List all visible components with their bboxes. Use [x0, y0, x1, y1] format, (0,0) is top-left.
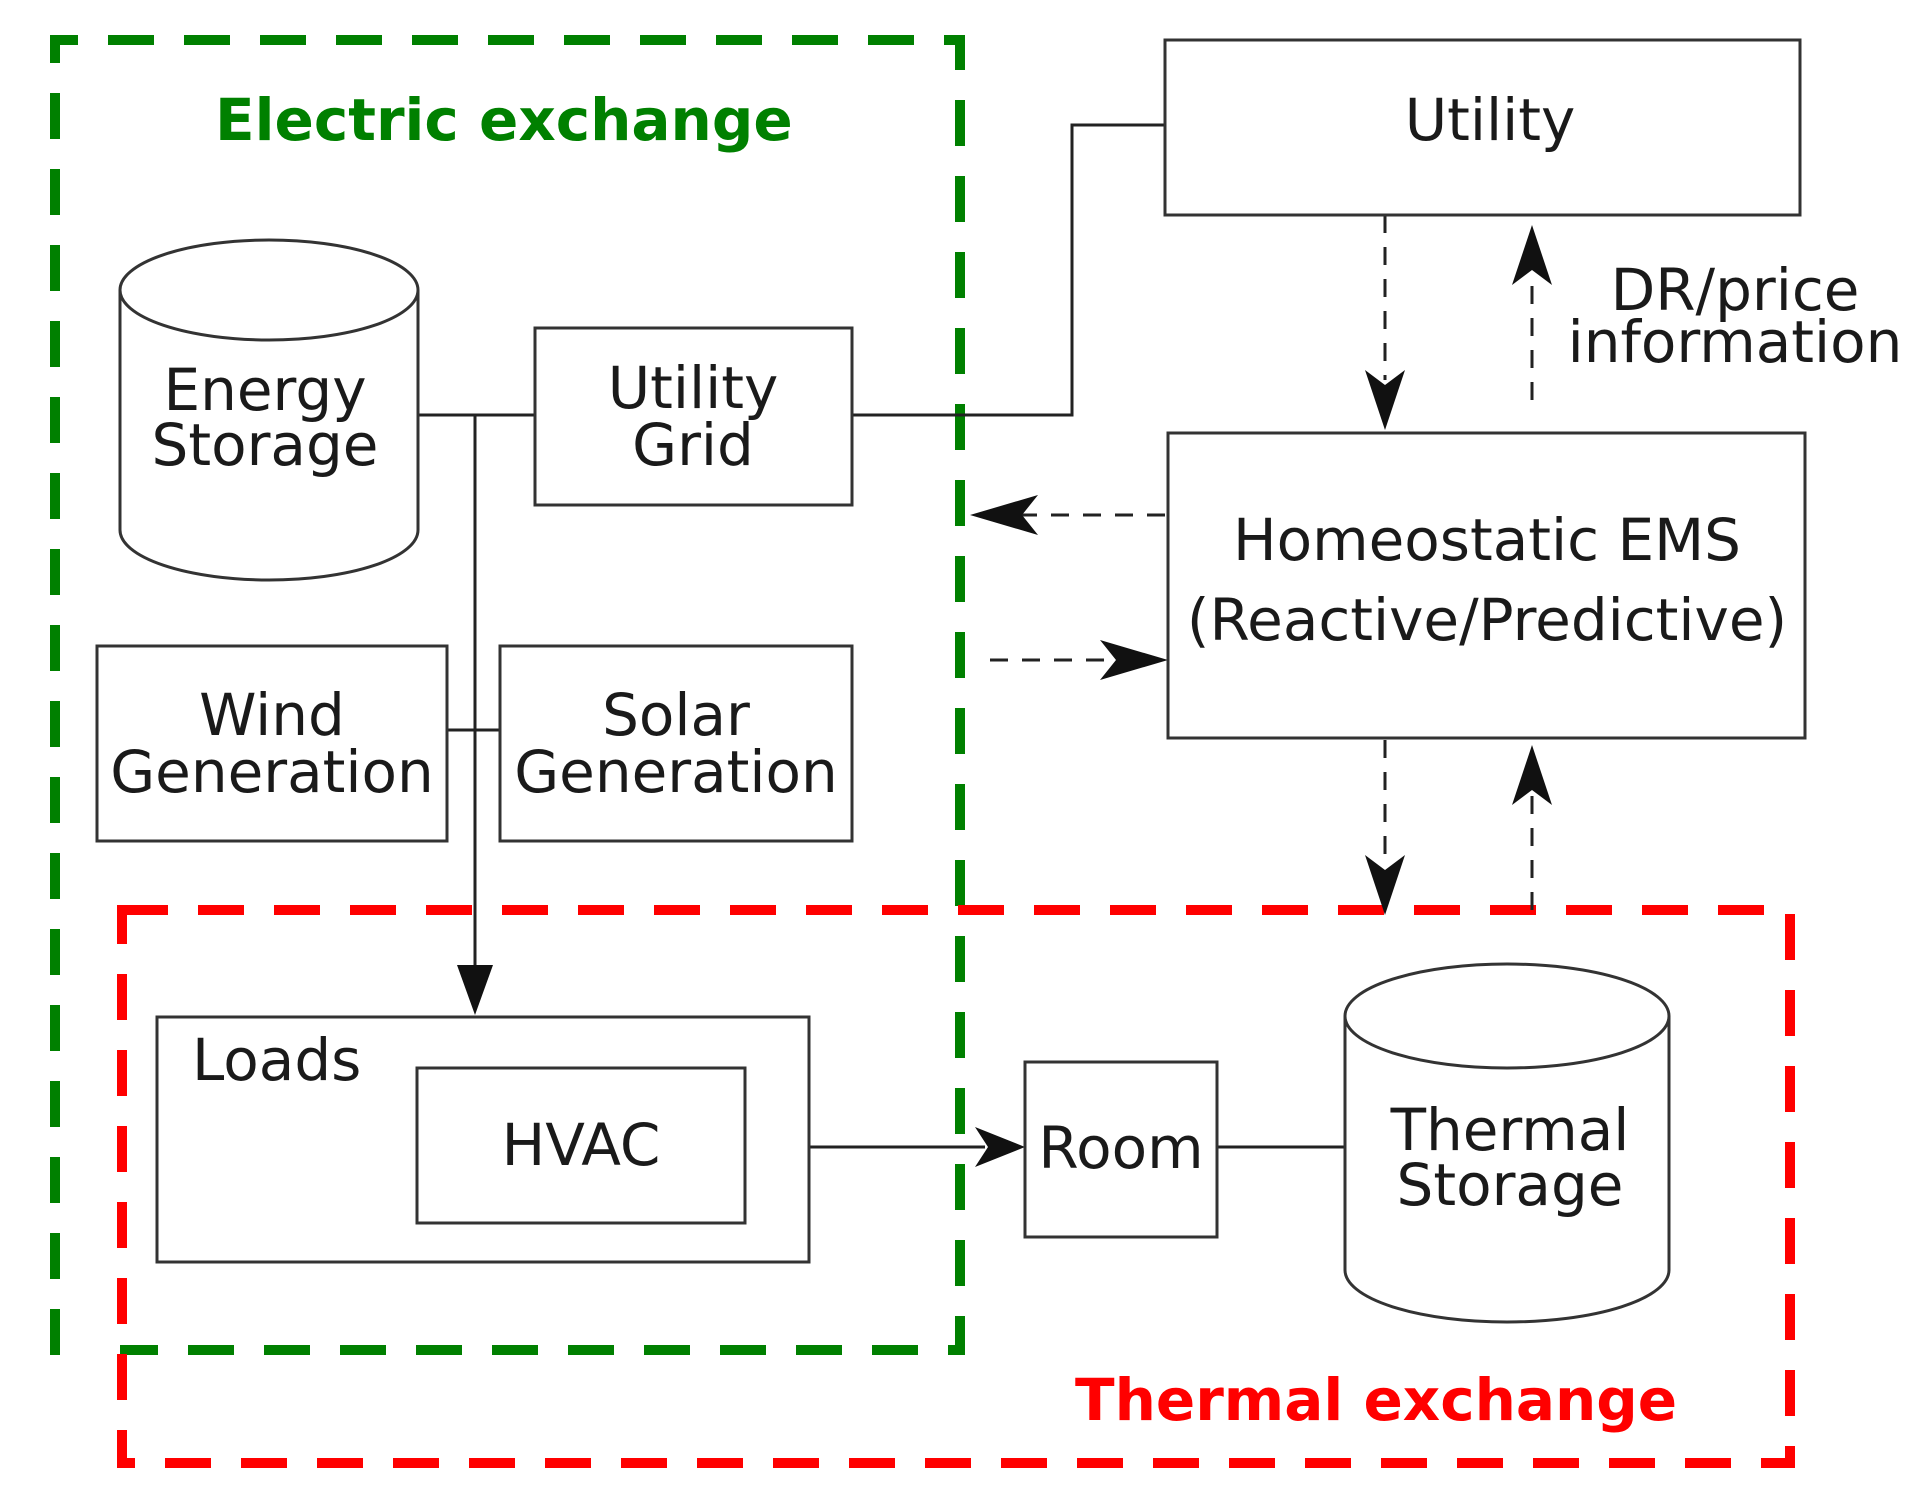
- electric-to-ems-arrowhead: [1100, 640, 1168, 680]
- electric-region-label: Electric exchange: [215, 86, 793, 154]
- utility-grid-label-1: Utility: [608, 354, 779, 422]
- utility-box: [1163, 38, 1802, 217]
- thermal-storage-label-1: Thermal: [1390, 1096, 1630, 1164]
- energy-storage-node: Energy Storage: [118, 238, 420, 582]
- solar-generation-node: Solar Generation: [498, 644, 854, 843]
- information-connections: [970, 215, 1552, 915]
- ems-label-1: Homeostatic EMS: [1233, 506, 1741, 574]
- dr-price-line-1: DR/price: [1611, 256, 1860, 324]
- ems-to-utility-arrowhead: [1512, 225, 1552, 285]
- electric-region-border: [50, 35, 965, 1355]
- electric-exchange-region: Electric exchange: [50, 35, 965, 1355]
- hvac-box: [415, 1066, 747, 1225]
- wind-generation-label-1: Wind: [199, 681, 345, 749]
- room-node: Room: [1023, 1060, 1219, 1239]
- room-box: [1023, 1060, 1219, 1239]
- hvac-to-room-arrowhead: [975, 1127, 1025, 1167]
- hvac-label: HVAC: [502, 1111, 661, 1179]
- thermal-exchange-region: Thermal exchange: [117, 905, 1795, 1468]
- thermal-storage-label-2: Storage: [1397, 1151, 1624, 1219]
- ems-node: Homeostatic EMS (Reactive/Predictive): [1166, 431, 1807, 740]
- ems-to-thermal-arrowhead: [1365, 855, 1405, 915]
- utility-to-ems-arrowhead: [1365, 370, 1405, 430]
- energy-storage-cylinder-top: [118, 238, 420, 342]
- dr-price-line-2: information: [1568, 308, 1903, 376]
- wind-generation-node: Wind Generation: [95, 644, 449, 843]
- wind-generation-box: [95, 644, 449, 843]
- ems-label-2: (Reactive/Predictive): [1187, 586, 1787, 654]
- wind-generation-label-2: Generation: [110, 738, 434, 806]
- thermal-storage-node: Thermal Storage: [1343, 962, 1671, 1324]
- room-label: Room: [1038, 1114, 1203, 1182]
- utility-grid-node: Utility Grid: [533, 326, 854, 507]
- utility-label: Utility: [1405, 86, 1576, 154]
- hvac-node: HVAC: [415, 1066, 747, 1225]
- bus-to-loads-arrowhead: [457, 965, 493, 1015]
- utility-node: Utility: [1163, 38, 1802, 217]
- energy-storage-label-1: Energy: [163, 356, 366, 424]
- thermal-storage-cylinder-top: [1343, 962, 1671, 1070]
- ems-box: [1166, 431, 1807, 740]
- loads-node: Loads HVAC: [155, 1015, 811, 1264]
- thermal-region-border: [117, 905, 1795, 1468]
- thermal-to-ems-arrowhead: [1512, 745, 1552, 805]
- energy-storage-cylinder-body: [118, 290, 420, 582]
- utility-grid-label-2: Grid: [632, 411, 754, 479]
- loads-label: Loads: [192, 1026, 361, 1094]
- solar-generation-box: [498, 644, 854, 843]
- thermal-region-label: Thermal exchange: [1075, 1366, 1677, 1434]
- thermal-storage-cylinder-body: [1343, 1016, 1671, 1324]
- solar-generation-label-1: Solar: [602, 681, 750, 749]
- solar-generation-label-2: Generation: [514, 738, 838, 806]
- grid-utility-wire: [852, 123, 1165, 417]
- energy-storage-label-2: Storage: [152, 411, 379, 479]
- dr-price-annotation: DR/price information: [1568, 256, 1903, 376]
- ems-to-electric-arrowhead: [970, 495, 1038, 535]
- utility-grid-box: [533, 326, 854, 507]
